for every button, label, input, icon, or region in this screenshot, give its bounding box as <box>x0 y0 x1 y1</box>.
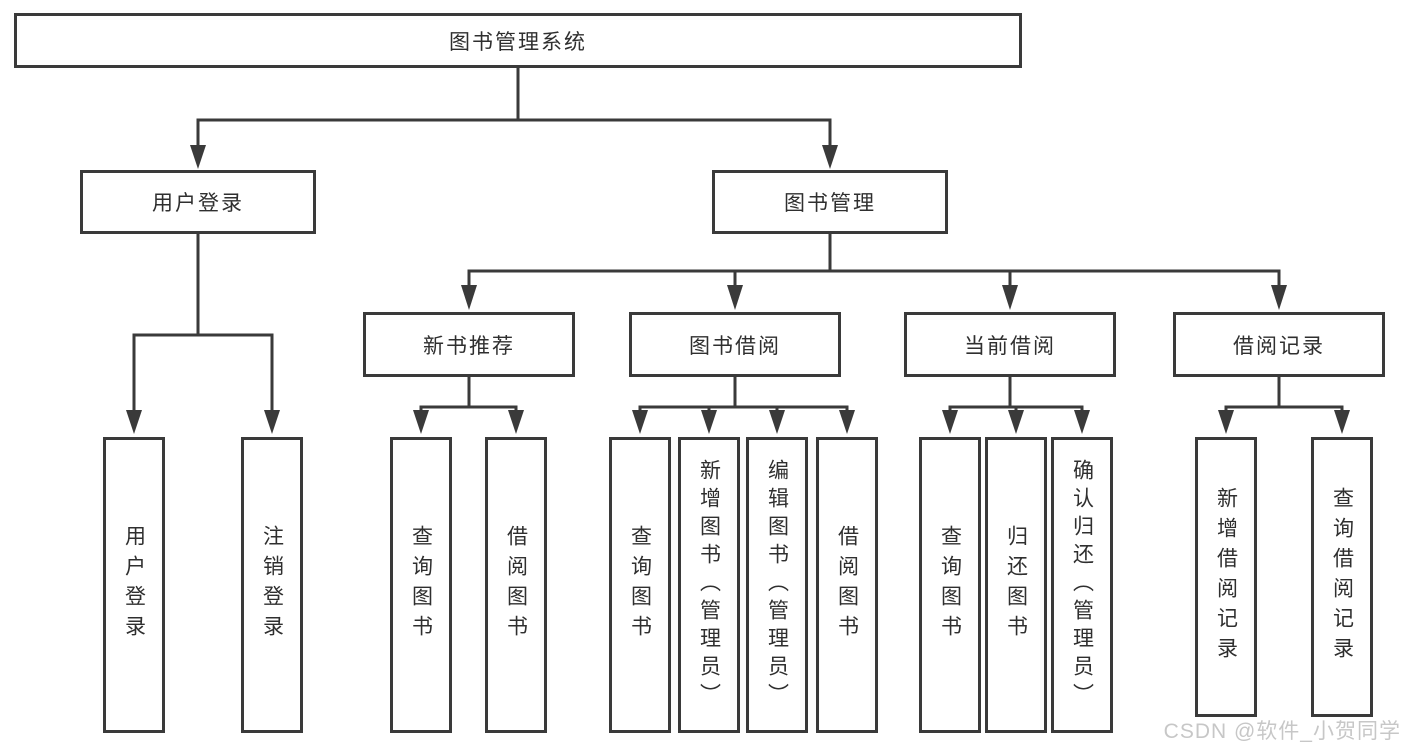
leaf-confirm-return-admin: 确认归还（管理员） <box>1051 437 1113 733</box>
leaf-query-books-borrow: 查询图书 <box>609 437 671 733</box>
leaf-user-login: 用户登录 <box>103 437 165 733</box>
node-borrow-records: 借阅记录 <box>1173 312 1385 377</box>
leaf-add-borrow-record: 新增借阅记录 <box>1195 437 1257 717</box>
leaf-edit-book-admin: 编辑图书（管理员） <box>746 437 808 733</box>
leaf-query-books-recommend: 查询图书 <box>390 437 452 733</box>
leaf-borrow-books-recommend: 借阅图书 <box>485 437 547 733</box>
node-book-management: 图书管理 <box>712 170 948 234</box>
leaf-logout: 注销登录 <box>241 437 303 733</box>
leaf-borrow-books: 借阅图书 <box>816 437 878 733</box>
leaf-query-books-current: 查询图书 <box>919 437 981 733</box>
leaf-add-book-admin: 新增图书（管理员） <box>678 437 740 733</box>
leaf-query-borrow-record: 查询借阅记录 <box>1311 437 1373 717</box>
node-book-borrow: 图书借阅 <box>629 312 841 377</box>
node-current-borrow: 当前借阅 <box>904 312 1116 377</box>
node-new-book-recommend: 新书推荐 <box>363 312 575 377</box>
watermark: CSDN @软件_小贺同学 <box>1163 720 1401 743</box>
leaf-return-book: 归还图书 <box>985 437 1047 733</box>
arrowheads <box>126 145 1350 434</box>
node-user-login: 用户登录 <box>80 170 316 234</box>
node-root: 图书管理系统 <box>14 13 1022 68</box>
